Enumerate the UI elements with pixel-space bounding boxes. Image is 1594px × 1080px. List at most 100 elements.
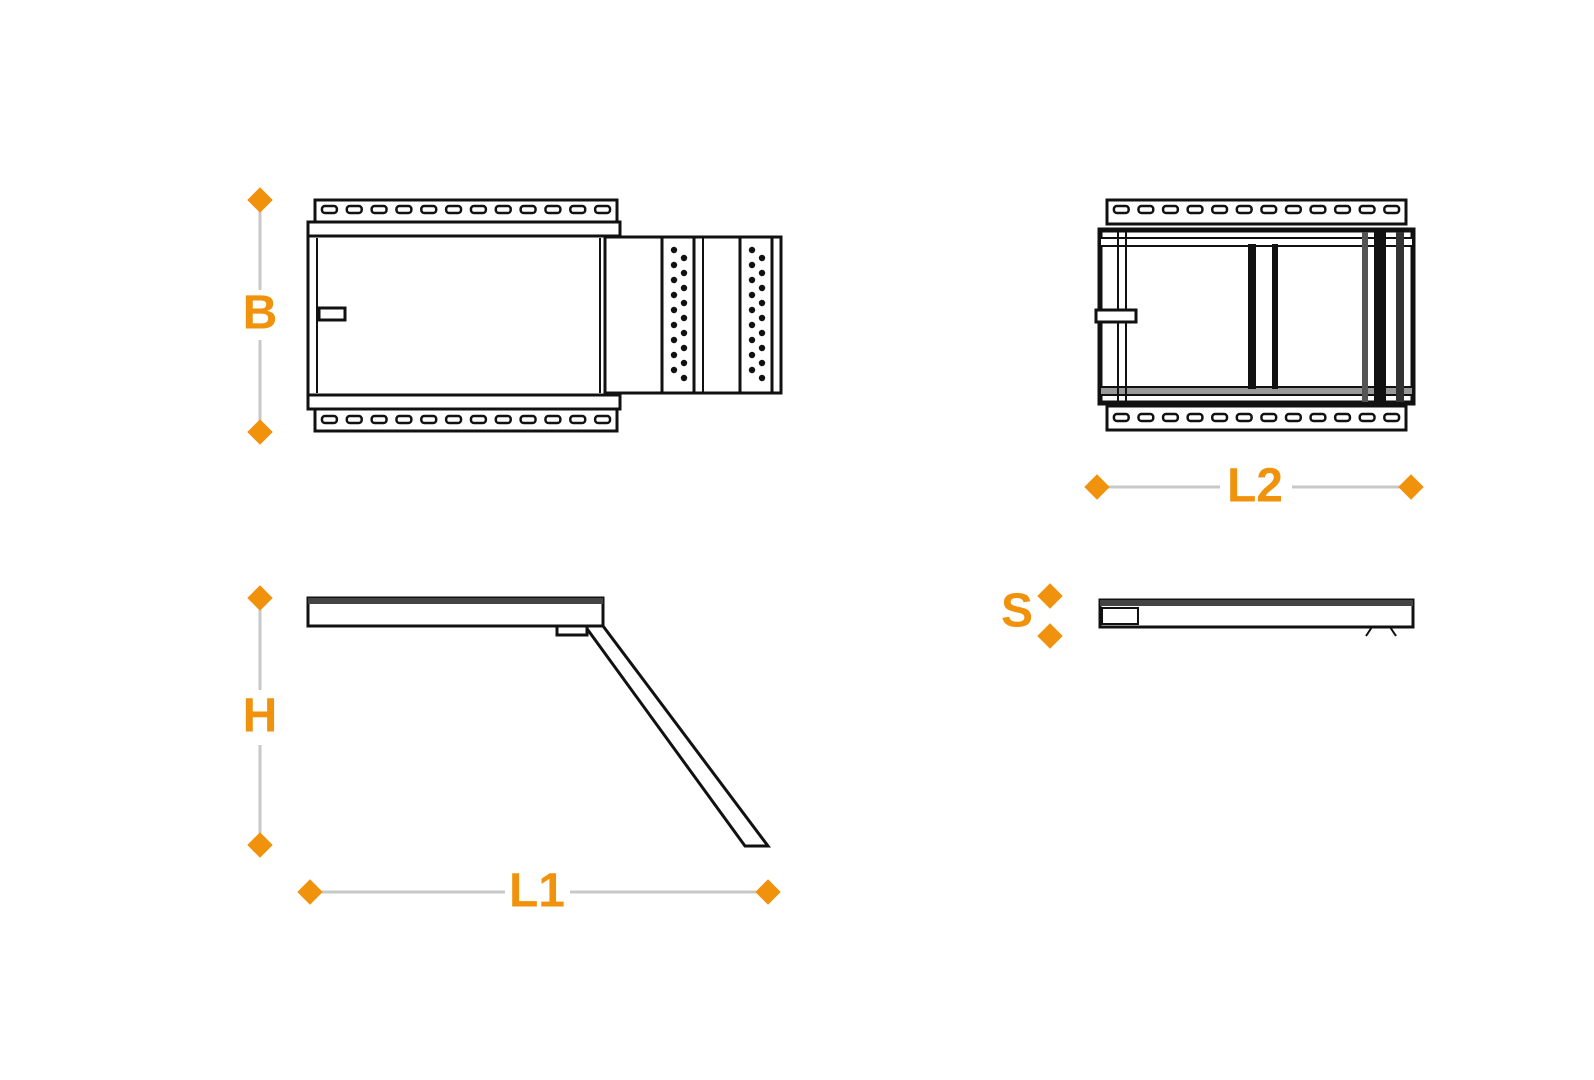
dimension-marker bbox=[1398, 474, 1424, 500]
label-h: H bbox=[243, 690, 278, 743]
slot bbox=[1161, 204, 1180, 215]
tread-strip-2 bbox=[738, 235, 774, 395]
perforation bbox=[758, 359, 766, 367]
dimension-marker bbox=[297, 879, 323, 905]
perforation bbox=[670, 291, 678, 299]
dimension-marker bbox=[247, 585, 273, 611]
perforation bbox=[748, 306, 756, 314]
perforation bbox=[680, 269, 688, 277]
bottom-rail bbox=[1105, 404, 1408, 432]
perforation bbox=[748, 291, 756, 299]
slot bbox=[345, 204, 363, 215]
slot bbox=[1235, 412, 1253, 423]
slot bbox=[395, 414, 413, 425]
dimension-marker bbox=[1037, 623, 1063, 649]
perforation bbox=[758, 269, 766, 277]
slot bbox=[1137, 412, 1155, 423]
perforation bbox=[758, 314, 766, 322]
perforation bbox=[680, 374, 688, 382]
label-s: S bbox=[1001, 585, 1033, 638]
top-view-closed bbox=[1094, 198, 1416, 432]
dimension-b: B bbox=[243, 187, 278, 445]
slot bbox=[1333, 412, 1352, 423]
perforation bbox=[670, 261, 678, 269]
slot bbox=[1284, 412, 1302, 423]
slot bbox=[1358, 204, 1376, 215]
slot bbox=[395, 204, 413, 215]
perforation bbox=[748, 276, 756, 284]
slot bbox=[1260, 412, 1278, 423]
perforation bbox=[670, 321, 678, 329]
slot bbox=[1137, 204, 1155, 215]
label-b: B bbox=[243, 287, 278, 340]
slot bbox=[1186, 412, 1204, 423]
perforation bbox=[680, 314, 688, 322]
dimension-l2: L2 bbox=[1084, 460, 1424, 513]
slot bbox=[469, 204, 488, 215]
slot bbox=[1211, 412, 1229, 423]
dimension-l1: L1 bbox=[297, 865, 781, 918]
slot bbox=[444, 414, 463, 425]
dimension-marker bbox=[1037, 583, 1063, 609]
label-l2: L2 bbox=[1227, 460, 1283, 513]
slot bbox=[1284, 204, 1302, 215]
side-view-closed bbox=[1098, 598, 1415, 637]
slot bbox=[593, 414, 612, 425]
slot bbox=[1260, 204, 1278, 215]
top-view-extended bbox=[306, 198, 783, 433]
perforation bbox=[670, 306, 678, 314]
dimension-marker bbox=[1084, 474, 1110, 500]
perforation bbox=[680, 254, 688, 262]
perforation bbox=[748, 321, 756, 329]
dimension-marker bbox=[247, 419, 273, 445]
perforation bbox=[670, 366, 678, 374]
slot bbox=[569, 204, 587, 215]
perforation bbox=[748, 366, 756, 374]
slot bbox=[1112, 204, 1130, 215]
perforation bbox=[670, 246, 678, 254]
slot bbox=[1309, 412, 1327, 423]
side-view-extended bbox=[306, 596, 771, 848]
slot bbox=[494, 414, 512, 425]
foot bbox=[1365, 626, 1397, 637]
slot bbox=[1186, 204, 1204, 215]
handle bbox=[317, 306, 347, 322]
perforation bbox=[680, 344, 688, 352]
slot bbox=[1309, 204, 1327, 215]
perforation bbox=[748, 261, 756, 269]
perforation bbox=[748, 336, 756, 344]
slot bbox=[1383, 204, 1401, 215]
slot bbox=[1383, 412, 1401, 423]
slot bbox=[1333, 204, 1352, 215]
slot bbox=[593, 204, 612, 215]
slot bbox=[320, 204, 339, 215]
perforation bbox=[670, 276, 678, 284]
slot bbox=[1235, 204, 1253, 215]
slot bbox=[1161, 412, 1180, 423]
perforation bbox=[758, 299, 766, 307]
ramp-leg bbox=[582, 624, 771, 848]
slot bbox=[519, 204, 537, 215]
perforation bbox=[748, 351, 756, 359]
perforation bbox=[670, 351, 678, 359]
bottom-rail bbox=[313, 407, 619, 433]
slot bbox=[1112, 412, 1130, 423]
top-rail bbox=[1105, 198, 1408, 226]
dimension-marker bbox=[247, 832, 273, 858]
perforation bbox=[758, 254, 766, 262]
tread-strip-1 bbox=[660, 235, 696, 395]
slot bbox=[370, 414, 388, 425]
label-l1: L1 bbox=[509, 865, 565, 918]
slot bbox=[1211, 204, 1229, 215]
dimension-s: S bbox=[1001, 583, 1063, 649]
slot bbox=[544, 414, 562, 425]
perforation bbox=[680, 299, 688, 307]
dimension-marker bbox=[247, 187, 273, 213]
slot bbox=[370, 204, 388, 215]
slot bbox=[519, 414, 537, 425]
dimension-marker bbox=[755, 879, 781, 905]
perforation bbox=[758, 374, 766, 382]
perforation bbox=[680, 329, 688, 337]
perforation bbox=[758, 344, 766, 352]
